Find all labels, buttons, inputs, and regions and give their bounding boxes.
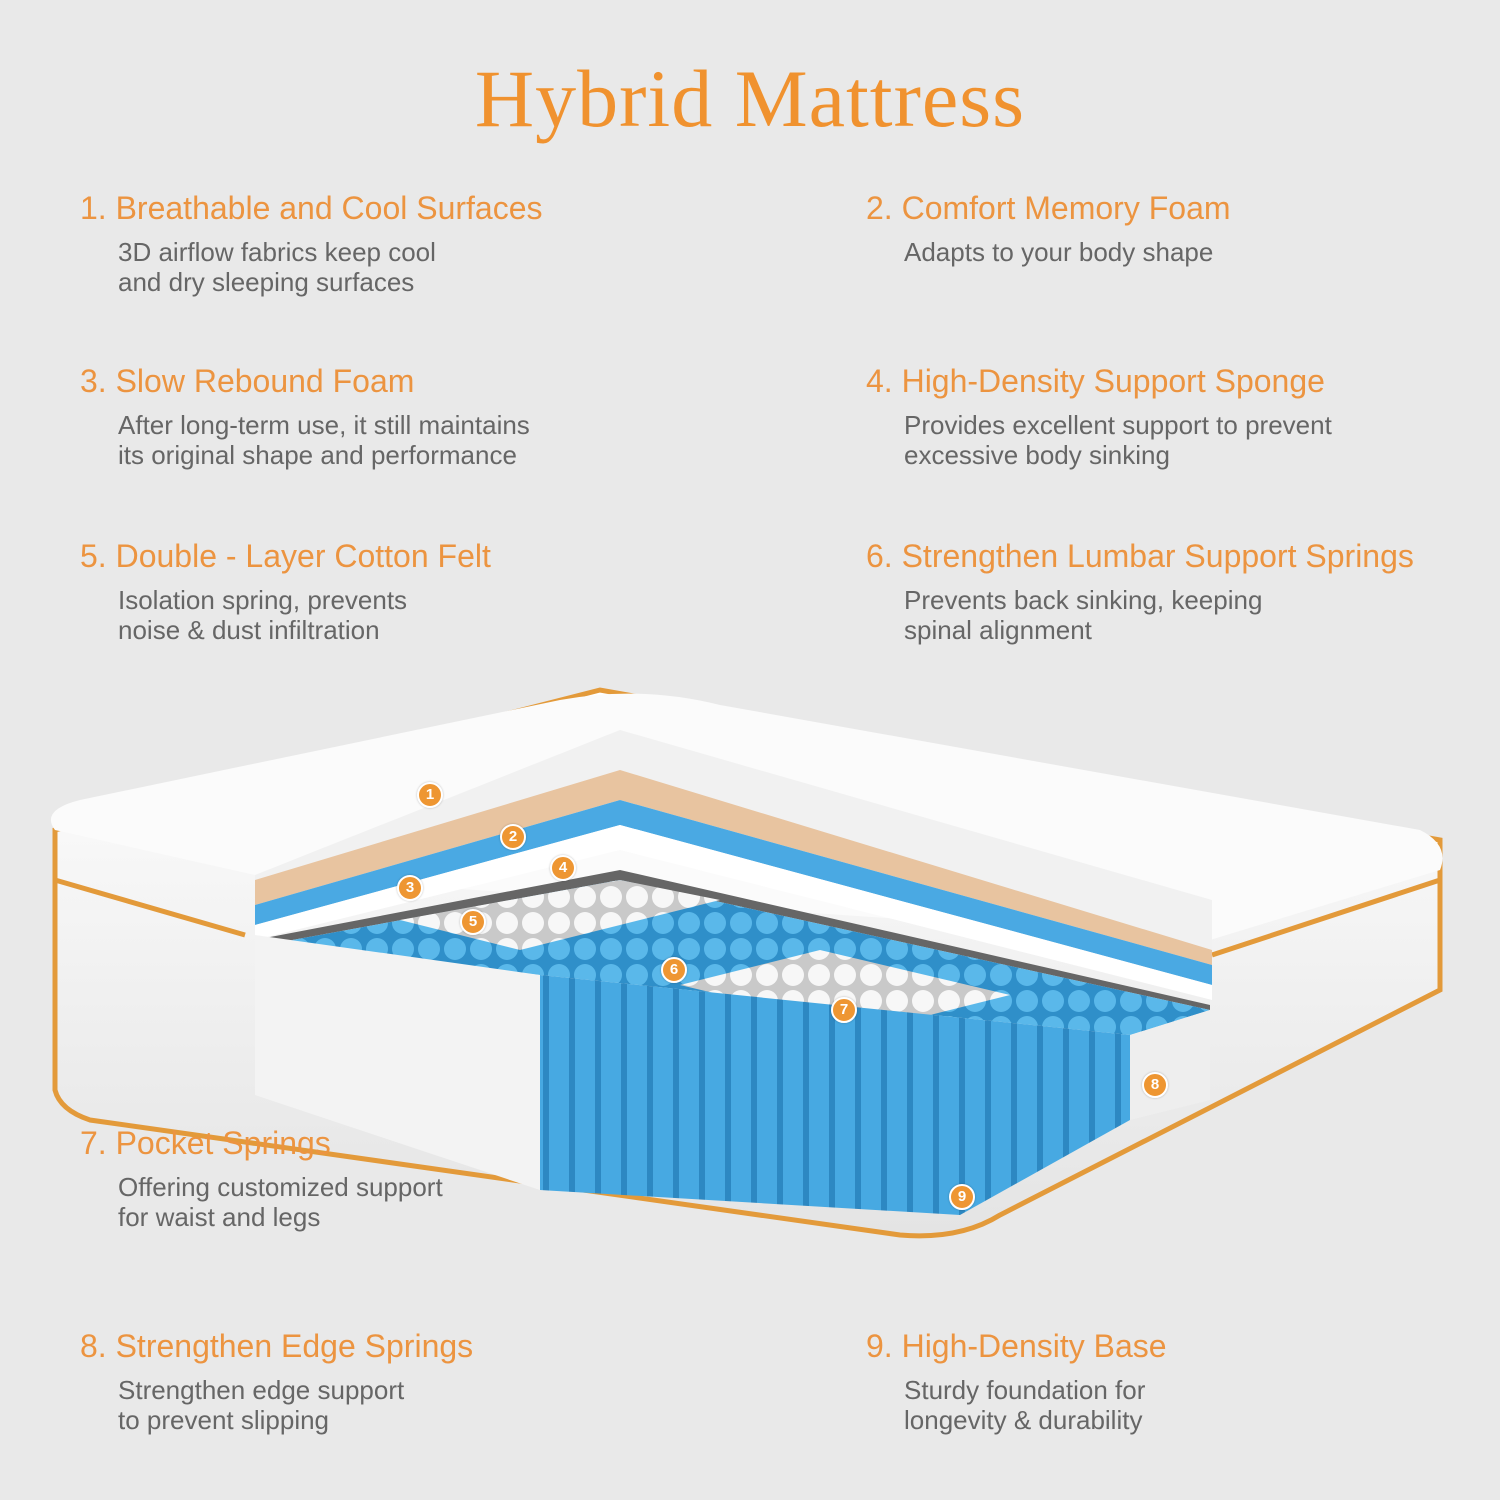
feature-heading: 2. Comfort Memory Foam: [866, 190, 1231, 226]
layer-badge-1: 1: [417, 782, 443, 808]
page-title: Hybrid Mattress: [474, 53, 1026, 144]
feature-desc: Adapts to your body shape: [904, 237, 1214, 267]
feature-desc: longevity & durability: [904, 1405, 1143, 1435]
feature-desc: Isolation spring, prevents: [118, 585, 408, 615]
feature-desc: Strengthen edge support: [118, 1375, 405, 1405]
feature-heading: 3. Slow Rebound Foam: [80, 363, 415, 399]
layer-badge-9: 9: [949, 1184, 975, 1210]
feature-desc: its original shape and performance: [118, 440, 517, 470]
feature-desc: Sturdy foundation for: [904, 1375, 1146, 1405]
feature-desc: excessive body sinking: [904, 440, 1170, 470]
feature-desc: After long-term use, it still maintains: [118, 410, 530, 440]
feature-heading: 1. Breathable and Cool Surfaces: [80, 190, 543, 226]
layer-badge-2: 2: [500, 824, 526, 850]
layer-badge-4: 4: [550, 855, 576, 881]
feature-1: 1. Breathable and Cool Surfaces 3D airfl…: [80, 190, 543, 297]
feature-heading: 5. Double - Layer Cotton Felt: [80, 538, 491, 574]
feature-heading: 4. High-Density Support Sponge: [866, 363, 1325, 399]
feature-2: 2. Comfort Memory Foam Adapts to your bo…: [866, 190, 1231, 267]
feature-desc: noise & dust infiltration: [118, 615, 380, 645]
feature-5: 5. Double - Layer Cotton Felt Isolation …: [80, 538, 491, 645]
feature-desc: 3D airflow fabrics keep cool: [118, 237, 436, 267]
feature-4: 4. High-Density Support Sponge Provides …: [866, 363, 1332, 470]
feature-6: 6. Strengthen Lumbar Support Springs Pre…: [866, 538, 1414, 645]
feature-heading: 6. Strengthen Lumbar Support Springs: [866, 538, 1414, 574]
feature-desc: Provides excellent support to prevent: [904, 410, 1332, 440]
mattress-cutaway-illustration: [50, 687, 1443, 1239]
layer-badge-7: 7: [831, 997, 857, 1023]
feature-8: 8. Strengthen Edge Springs Strengthen ed…: [80, 1328, 473, 1435]
feature-9: 9. High-Density Base Sturdy foundation f…: [866, 1328, 1167, 1435]
layer-badge-8: 8: [1142, 1072, 1168, 1098]
feature-desc: Offering customized support: [118, 1172, 443, 1202]
feature-heading: 7. Pocket Springs: [80, 1125, 331, 1161]
layer-badge-5: 5: [460, 909, 486, 935]
feature-desc: for waist and legs: [118, 1202, 321, 1232]
feature-3: 3. Slow Rebound Foam After long-term use…: [80, 363, 530, 470]
feature-7: 7. Pocket Springs Offering customized su…: [80, 1125, 443, 1232]
feature-desc: and dry sleeping surfaces: [118, 267, 415, 297]
feature-desc: to prevent slipping: [118, 1405, 330, 1435]
layer-badge-3: 3: [397, 875, 423, 901]
feature-desc: spinal alignment: [904, 615, 1092, 645]
layer-badge-6: 6: [661, 957, 687, 983]
feature-desc: Prevents back sinking, keeping: [904, 585, 1263, 615]
feature-heading: 9. High-Density Base: [866, 1328, 1167, 1364]
feature-heading: 8. Strengthen Edge Springs: [80, 1328, 474, 1364]
